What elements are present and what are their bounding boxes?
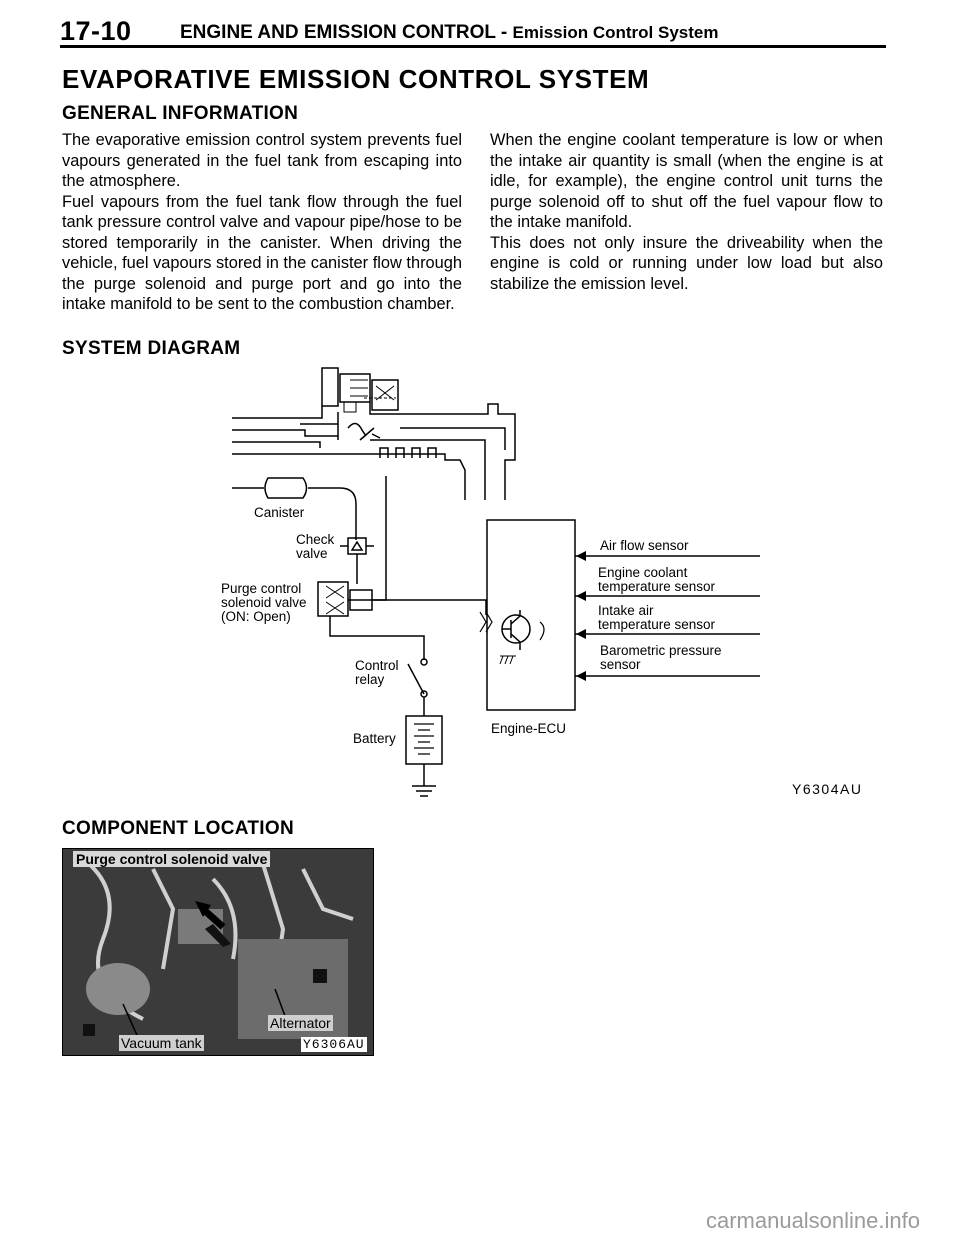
label-coolant-2: temperature sensor bbox=[598, 579, 716, 594]
label-purge-2: solenoid valve bbox=[221, 595, 307, 610]
component-photo: Purge control solenoid valve Alternator … bbox=[62, 848, 374, 1056]
general-heading: GENERAL INFORMATION bbox=[62, 103, 299, 124]
general-left-paragraph-1: The evaporative emission control system … bbox=[62, 131, 462, 190]
purge-control-solenoid-valve bbox=[317, 476, 487, 660]
header-rule bbox=[60, 45, 886, 48]
watermark: carmanualsonline.info bbox=[705, 1208, 920, 1233]
photo-label-purge: Purge control solenoid valve bbox=[73, 851, 271, 867]
engine-ecu bbox=[479, 519, 576, 711]
general-right-column: When the engine coolant temperature is l… bbox=[490, 130, 883, 294]
battery bbox=[405, 715, 443, 797]
label-air-flow-sensor: Air flow sensor bbox=[600, 538, 689, 553]
check-valve bbox=[340, 537, 374, 584]
label-baro-1: Barometric pressure bbox=[600, 643, 722, 658]
system-diagram-heading: SYSTEM DIAGRAM bbox=[62, 338, 241, 359]
page-number: 17-10 bbox=[60, 16, 132, 46]
control-relay bbox=[407, 658, 428, 716]
sensor-lines bbox=[575, 555, 760, 677]
canister bbox=[232, 477, 357, 540]
system-diagram: Canister Check valve Purge control solen… bbox=[221, 367, 862, 797]
general-left-column: The evaporative emission control system … bbox=[62, 130, 462, 315]
engine-bay-photo bbox=[63, 849, 373, 1055]
section-title: ENGINE AND EMISSION CONTROL - Emission C… bbox=[180, 22, 718, 44]
label-relay-1: Control bbox=[355, 658, 399, 673]
label-battery: Battery bbox=[353, 731, 396, 746]
label-purge-1: Purge control bbox=[221, 581, 301, 596]
label-intake-1: Intake air bbox=[598, 603, 654, 618]
label-check-valve-1: Check bbox=[296, 532, 335, 547]
general-right-paragraph-2: This does not only insure the driveabili… bbox=[490, 233, 883, 293]
subsection-name: Emission Control System bbox=[512, 23, 719, 42]
label-purge-3: (ON: Open) bbox=[221, 609, 291, 624]
component-location-heading: COMPONENT LOCATION bbox=[62, 818, 294, 839]
sensor-arrows bbox=[576, 551, 586, 681]
label-canister: Canister bbox=[254, 505, 305, 520]
general-left-paragraph-2: Fuel vapours from the fuel tank flow thr… bbox=[62, 192, 462, 314]
intake-manifold bbox=[232, 367, 516, 500]
label-coolant-1: Engine coolant bbox=[598, 565, 688, 580]
main-title: EVAPORATIVE EMISSION CONTROL SYSTEM bbox=[62, 64, 650, 94]
diagram-code: Y6304AU bbox=[792, 781, 862, 797]
photo-code: Y6306AU bbox=[301, 1037, 367, 1052]
label-baro-2: sensor bbox=[600, 657, 641, 672]
general-right-paragraph-1: When the engine coolant temperature is l… bbox=[490, 131, 883, 231]
label-check-valve-2: valve bbox=[296, 546, 328, 561]
section-name: ENGINE AND EMISSION CONTROL - bbox=[180, 22, 508, 43]
label-intake-2: temperature sensor bbox=[598, 617, 716, 632]
photo-label-alternator: Alternator bbox=[268, 1015, 333, 1031]
label-engine-ecu: Engine-ECU bbox=[491, 721, 566, 736]
label-relay-2: relay bbox=[355, 672, 385, 687]
photo-label-vacuum: Vacuum tank bbox=[119, 1035, 204, 1051]
